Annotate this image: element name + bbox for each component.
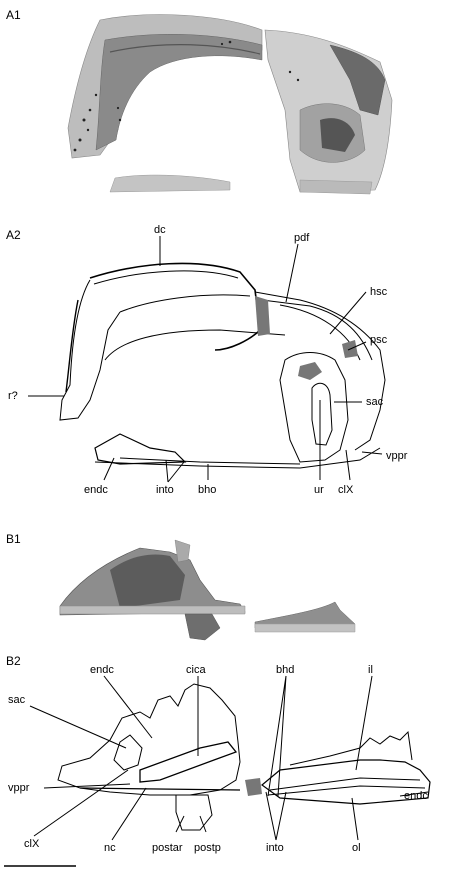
- panel-label-a2: A2: [6, 228, 21, 242]
- a2-grey-patches: [255, 296, 358, 380]
- label-psc: psc: [370, 334, 388, 346]
- label-endc-right: endc: [404, 790, 428, 802]
- label-clx-b2: clX: [24, 838, 40, 850]
- label-endc: endc: [84, 484, 108, 496]
- label-hsc: hsc: [370, 286, 388, 298]
- label-vppr: vppr: [386, 450, 408, 462]
- panel-label-a1: A1: [6, 8, 21, 22]
- b1-render: [59, 539, 356, 641]
- label-into: into: [156, 484, 174, 496]
- label-sac-b2: sac: [8, 694, 26, 706]
- label-sac: sac: [366, 396, 384, 408]
- label-nc: nc: [104, 842, 116, 854]
- label-cica: cica: [186, 664, 206, 676]
- a1-render: [67, 14, 393, 195]
- label-dc: dc: [154, 224, 166, 236]
- panel-label-b2: B2: [6, 654, 21, 668]
- b2-grey-patches: [245, 778, 262, 796]
- label-bho: bho: [198, 484, 217, 496]
- a2-leaders: [28, 236, 383, 483]
- label-il: il: [368, 664, 373, 676]
- label-ol: ol: [352, 842, 361, 854]
- b2-leaders: [29, 675, 429, 841]
- label-bhd: bhd: [276, 664, 295, 676]
- label-clx: clX: [338, 484, 354, 496]
- label-postar: postar: [152, 842, 183, 854]
- a2-drawing: [59, 262, 386, 469]
- b2-drawing: [57, 683, 431, 831]
- label-endc-top: endc: [90, 664, 114, 676]
- label-into-b2: into: [266, 842, 284, 854]
- panel-label-b1: B1: [6, 532, 21, 546]
- label-vppr-b2: vppr: [8, 782, 30, 794]
- label-r: r?: [8, 390, 18, 402]
- label-ur: ur: [314, 484, 324, 496]
- label-postp: postp: [194, 842, 221, 854]
- label-pdf: pdf: [294, 232, 310, 244]
